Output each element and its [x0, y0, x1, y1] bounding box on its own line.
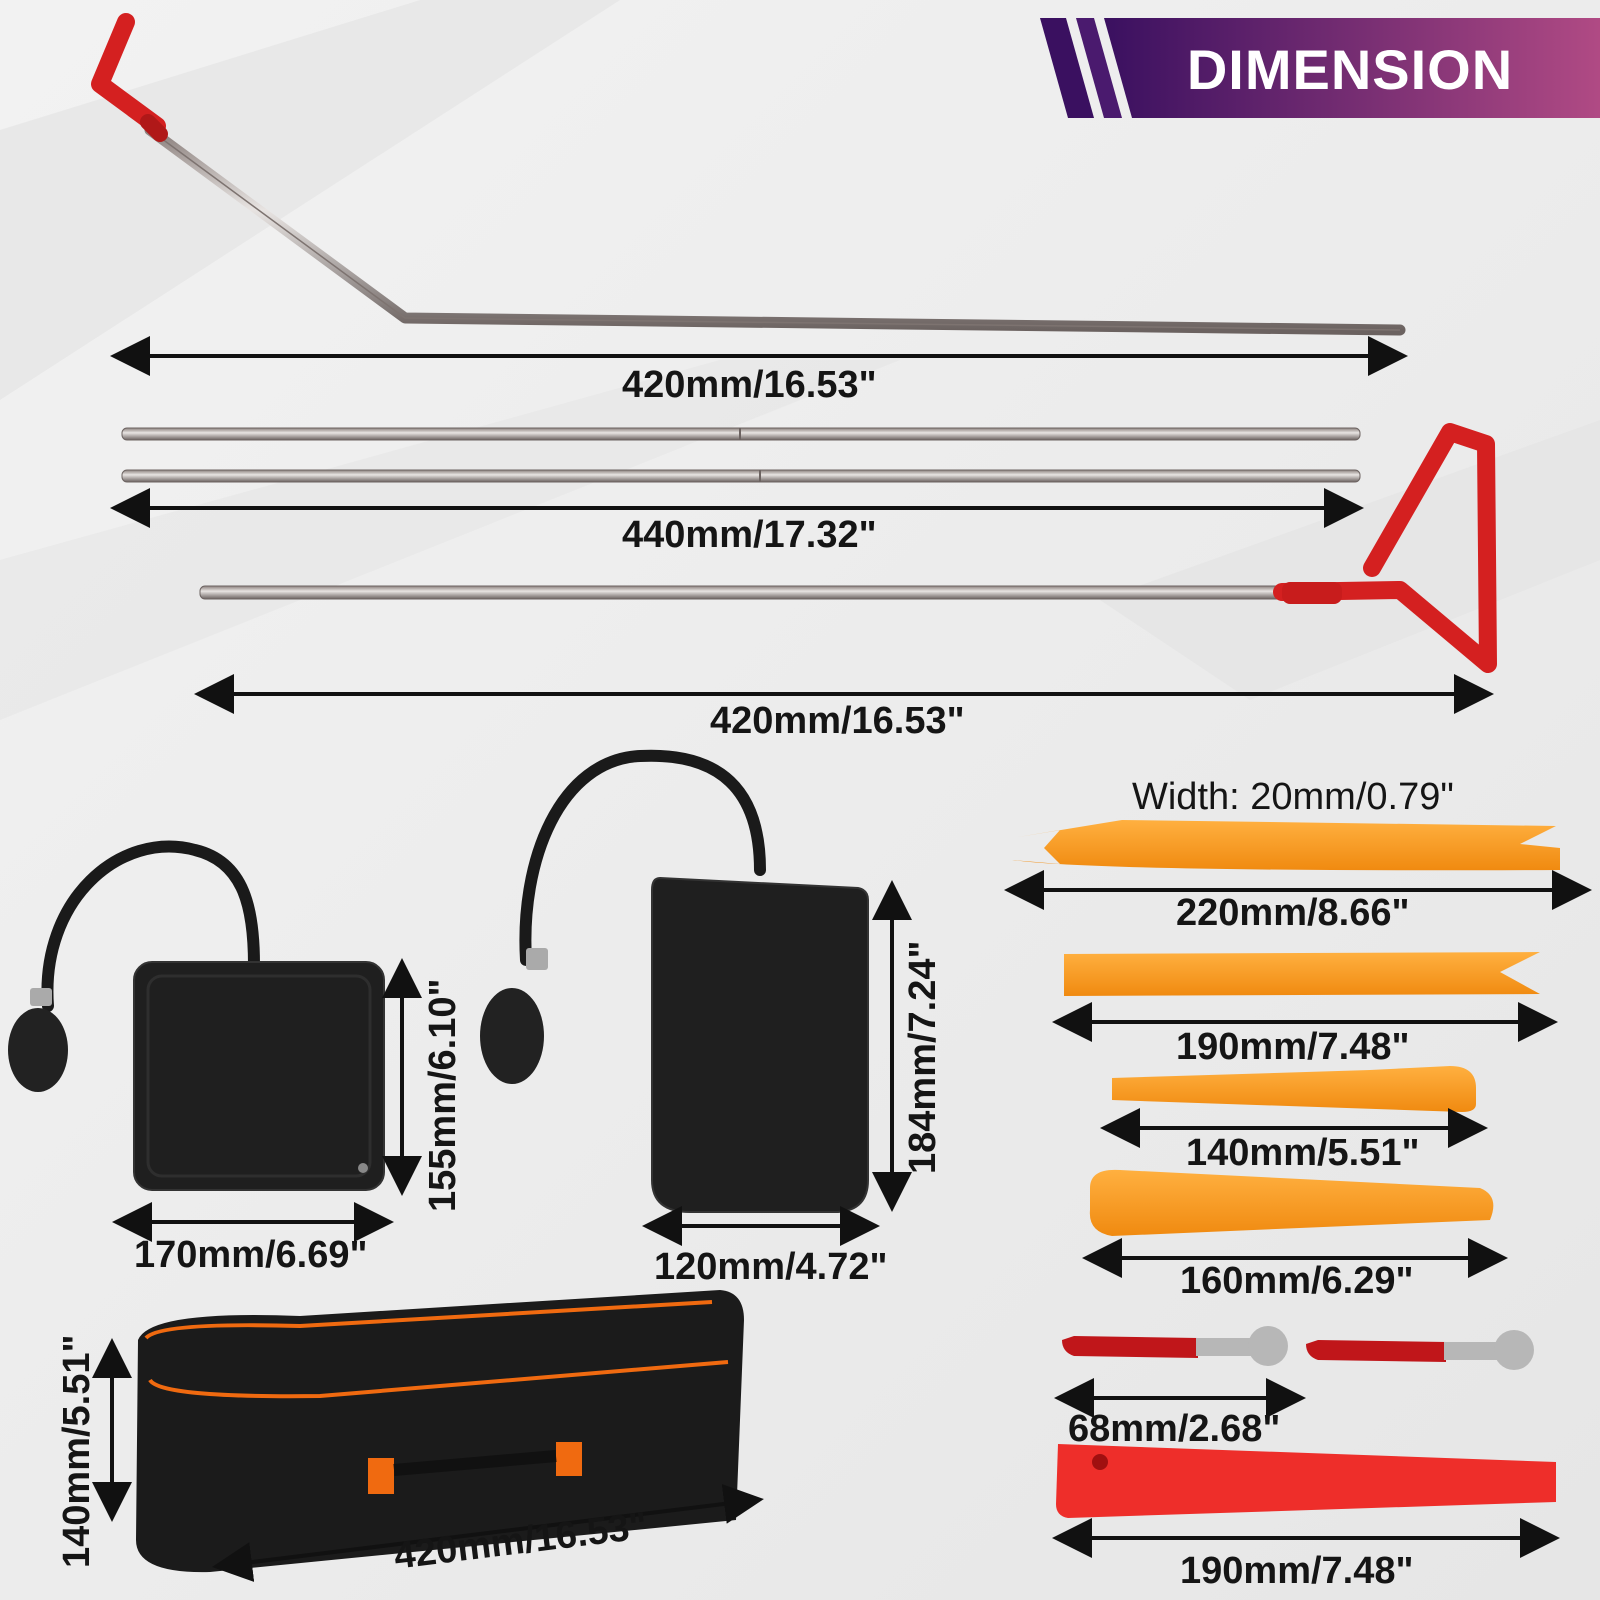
- trim-tool-3-label: 140mm/5.51": [1186, 1132, 1420, 1174]
- trim-tool-4: [1089, 1169, 1494, 1236]
- handle-rod-length-label: 420mm/16.53": [710, 700, 965, 742]
- small-wedge-height-label: 155mm/6.10": [422, 978, 464, 1212]
- small-air-wedge: [8, 840, 385, 1191]
- small-wedge-width-label: 170mm/6.69": [134, 1234, 368, 1276]
- large-air-wedge: [480, 749, 869, 1213]
- trim-tool-4-label: 160mm/6.29": [1180, 1260, 1414, 1302]
- red-wedge-length-label: 190mm/7.48": [1180, 1550, 1414, 1592]
- banner-title: DIMENSION: [1186, 38, 1514, 101]
- large-wedge-height-label: 184mm/7.24": [902, 940, 944, 1174]
- trim-tool-1: [1012, 820, 1560, 871]
- straight-rods: [121, 427, 1361, 483]
- trim-tool-3: [1112, 1066, 1476, 1112]
- dimension-arrows: [92, 336, 1592, 1582]
- trim-tool-1-label: 220mm/8.66": [1176, 892, 1410, 934]
- straight-rods-length-label: 440mm/17.32": [622, 514, 877, 556]
- large-wedge-width-label: 120mm/4.72": [654, 1246, 888, 1288]
- red-pry-wedge: [1056, 1444, 1556, 1518]
- trim-tool-2: [1064, 952, 1540, 996]
- hook-rod-length-label: 420mm/16.53": [622, 364, 877, 406]
- hook-rod: [91, 13, 1406, 336]
- spring-wrenches: [1062, 1326, 1534, 1370]
- bag-height-label: 140mm/5.51": [56, 1334, 98, 1568]
- trim-tool-2-label: 190mm/7.48": [1176, 1026, 1410, 1068]
- handle-rod: [199, 423, 1497, 673]
- trim-width-note: Width: 20mm/0.79": [1132, 776, 1454, 818]
- banner-background: [1040, 18, 1600, 118]
- wrench-length-label: 68mm/2.68": [1068, 1408, 1281, 1450]
